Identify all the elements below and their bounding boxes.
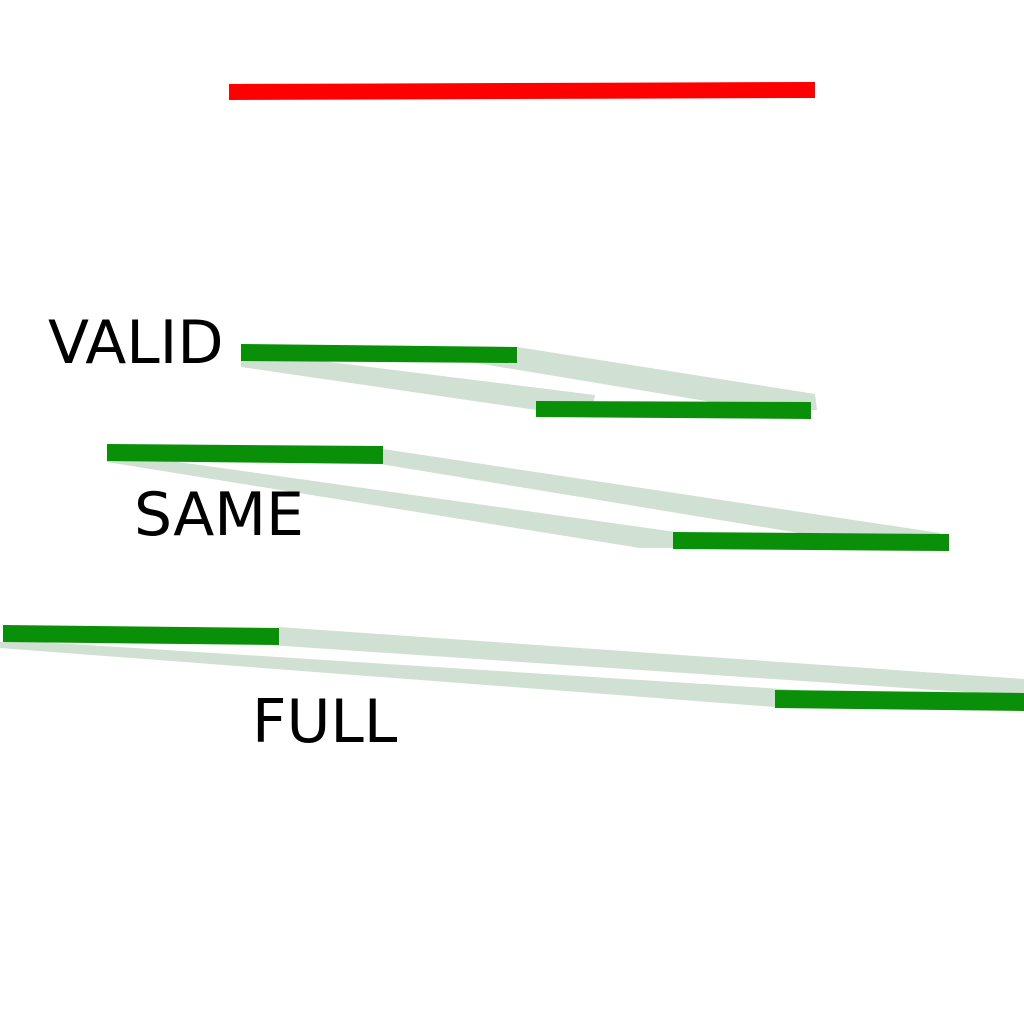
full-label: FULL (252, 687, 398, 757)
same-group: SAME (107, 444, 949, 551)
full-kernel-end-bar (775, 690, 1024, 711)
full-group: FULL (0, 625, 1024, 757)
valid-group: VALID (48, 308, 817, 419)
valid-kernel-start-bar (241, 344, 517, 363)
same-label: SAME (134, 480, 304, 550)
same-kernel-start-bar (107, 444, 383, 464)
valid-kernel-end-bar (536, 401, 811, 419)
full-link-band-upper (270, 627, 1024, 693)
same-kernel-end-bar (673, 532, 949, 551)
full-kernel-start-bar (3, 625, 279, 645)
valid-label: VALID (48, 308, 224, 378)
same-link-band-lower (107, 452, 690, 548)
same-link-band-upper (380, 449, 948, 548)
full-link-band-lower (0, 642, 830, 707)
reference-bar (229, 82, 815, 100)
valid-link-band-lower (241, 357, 595, 410)
valid-link-band-upper (470, 347, 817, 410)
